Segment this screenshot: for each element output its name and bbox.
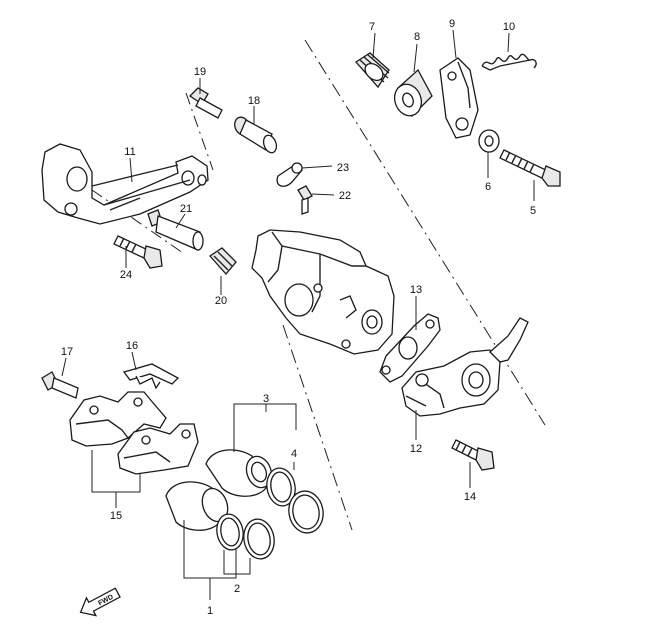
- fwd-arrow: FWD: [79, 587, 121, 617]
- part-12-lever-assy: [401, 317, 529, 417]
- callout-15: 15: [110, 510, 122, 522]
- part-2-seals: [216, 513, 275, 560]
- part-11-bracket: [41, 143, 209, 225]
- part-6-washer: [478, 129, 500, 153]
- caliper-body: [251, 229, 395, 355]
- part-7-nut: [355, 52, 390, 89]
- leader-lines: [61, 29, 535, 600]
- part-15-pads: [69, 391, 199, 475]
- part-18-sleeve: [234, 116, 278, 154]
- callout-11: 11: [124, 146, 135, 158]
- part-8-bushing: [393, 68, 433, 118]
- part-14-bolt: [451, 439, 495, 471]
- part-16-shim: [122, 363, 180, 390]
- part-13-gasket: [379, 313, 441, 383]
- callout-12: 12: [410, 443, 422, 455]
- callout-3: 3: [263, 393, 269, 405]
- part-22-bleeder: [297, 185, 313, 215]
- callout-21: 21: [180, 203, 192, 215]
- callout-1: 1: [207, 605, 213, 617]
- callout-7: 7: [369, 21, 375, 33]
- callout-8: 8: [414, 31, 420, 43]
- callout-5: 5: [530, 205, 536, 217]
- part-24-bolt: [113, 235, 163, 269]
- part-23-cap: [276, 162, 303, 187]
- callout-13: 13: [410, 284, 422, 296]
- part-3-piston: [205, 449, 273, 497]
- part-4-seals: [266, 467, 324, 534]
- callout-10: 10: [503, 21, 515, 33]
- callout-19: 19: [194, 66, 206, 78]
- part-9-lever: [439, 57, 479, 139]
- callout-20: 20: [215, 295, 227, 307]
- part-1-piston: [165, 481, 229, 531]
- callout-16: 16: [126, 340, 138, 352]
- callout-17: 17: [61, 346, 73, 358]
- callout-6: 6: [485, 181, 491, 193]
- part-5-bolt: [499, 149, 561, 187]
- callout-4: 4: [291, 448, 297, 460]
- callout-23: 23: [337, 162, 349, 174]
- callout-22: 22: [339, 190, 351, 202]
- part-10-spring: [481, 53, 537, 71]
- part-17-bolt: [41, 371, 79, 399]
- guide-lines: [91, 39, 546, 531]
- part-20-boot: [209, 247, 237, 275]
- callout-24: 24: [120, 269, 132, 281]
- part-21-pin: [147, 209, 204, 251]
- callout-2: 2: [234, 583, 240, 595]
- callout-18: 18: [248, 95, 260, 107]
- callout-labels: 7 8 9 10 6 5 19 18 23 22 11 21 24 20 13 …: [61, 18, 536, 617]
- callout-14: 14: [464, 491, 476, 503]
- part-19-bolt: [188, 87, 223, 119]
- callout-9: 9: [449, 18, 455, 30]
